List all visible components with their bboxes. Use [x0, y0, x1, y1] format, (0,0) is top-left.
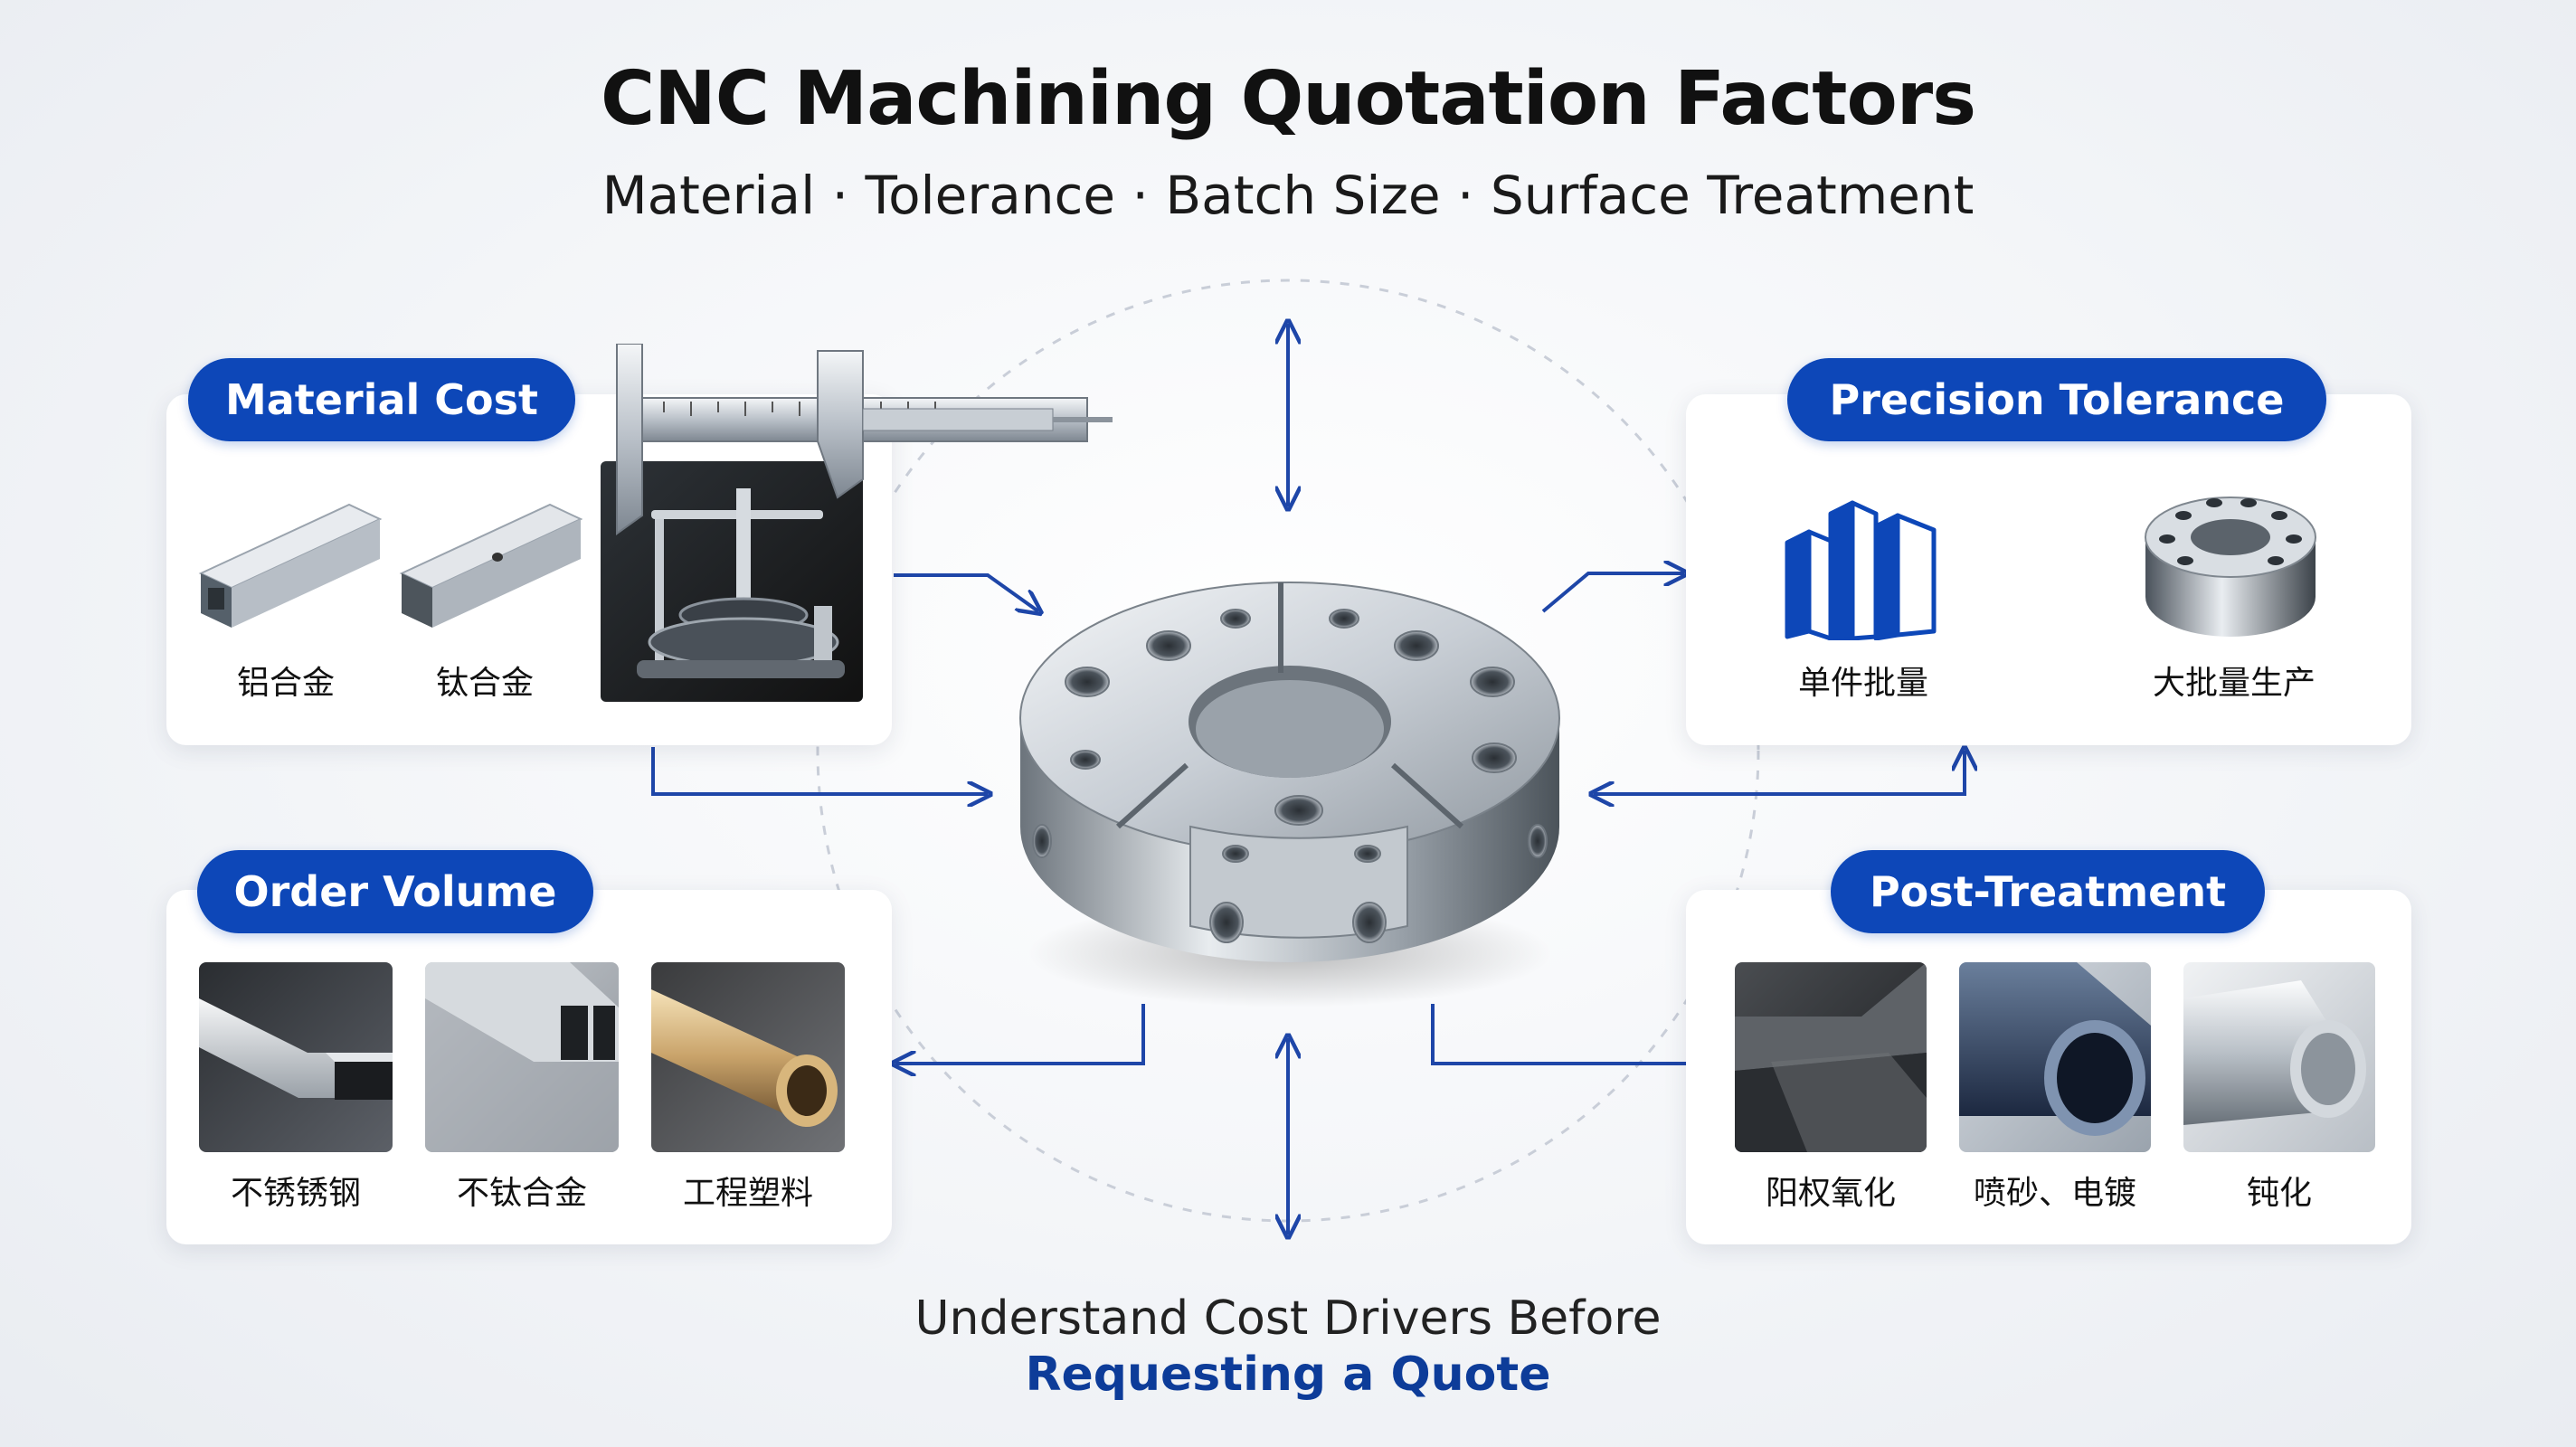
aluminum-bar-icon — [198, 503, 383, 628]
arrow-tolerance — [1541, 573, 1684, 613]
blasted-tube-thumb — [1959, 962, 2151, 1152]
stainless-tube-thumb — [199, 962, 393, 1152]
arrow-tolerance-down — [1594, 751, 1965, 794]
titanium-channel-thumb — [425, 962, 619, 1152]
arrow-material-down — [651, 747, 988, 794]
page-subtitle: Material · Tolerance · Batch Size · Surf… — [601, 165, 1975, 226]
post-item-passivate: 钝化 — [2246, 1175, 2312, 1212]
caliper-gauge-icon — [601, 344, 1113, 702]
arrow-material — [894, 573, 1038, 611]
tolerance-item-single: 单件批量 — [1797, 665, 1928, 702]
arrow-post — [1431, 1004, 1686, 1065]
footer-line-2: Requesting a Quote — [1025, 1348, 1551, 1402]
arrow-volume — [895, 1004, 1145, 1064]
volume-item-titanium: 不钛合金 — [456, 1175, 587, 1212]
page-title: CNC Machining Quotation Factors — [600, 56, 1976, 142]
volume-item-plastic: 工程塑料 — [682, 1175, 813, 1212]
material-cost-label: Material Cost — [188, 358, 575, 441]
anodized-sample-thumb — [1735, 962, 1927, 1152]
bearing-ring-icon — [2145, 497, 2316, 637]
machined-flange-illustration — [1019, 582, 1560, 1007]
brass-tube-thumb — [651, 962, 845, 1152]
titanium-bar-icon — [399, 503, 583, 628]
volume-item-stainless: 不锈锈钢 — [230, 1175, 361, 1212]
post-treatment-label: Post-Treatment — [1831, 850, 2265, 933]
material-item-titanium: 钛合金 — [435, 665, 534, 702]
precision-tolerance-label: Precision Tolerance — [1787, 358, 2326, 441]
bar-blocks-icon — [1785, 500, 1937, 640]
material-item-aluminum: 铝合金 — [236, 665, 335, 702]
post-item-blast-plate: 喷砂、电镀 — [1973, 1175, 2136, 1212]
post-item-anodize: 阳权氧化 — [1765, 1175, 1896, 1212]
passivated-tube-thumb — [2183, 962, 2375, 1152]
order-volume-label: Order Volume — [197, 850, 593, 933]
tolerance-item-mass: 大批量生产 — [2152, 665, 2316, 702]
footer-line-1: Understand Cost Drivers Before — [914, 1291, 1662, 1346]
